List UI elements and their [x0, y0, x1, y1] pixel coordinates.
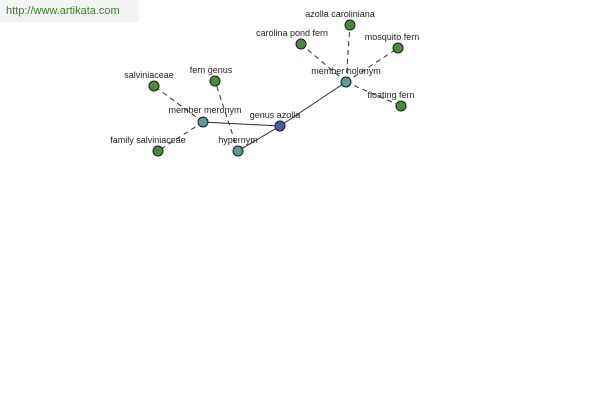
node-carolina-pond-fern[interactable] — [295, 38, 307, 50]
label-member-holonym[interactable]: member holonym — [311, 66, 381, 76]
graph-nodes — [148, 19, 407, 157]
node-hypernym[interactable] — [232, 145, 244, 157]
node-member-holonym[interactable] — [340, 76, 352, 88]
label-hypernym[interactable]: hypernym — [218, 135, 258, 145]
graph-edges — [153, 24, 402, 152]
edge-member-holonym-mosquito-fern — [345, 47, 399, 83]
source-link[interactable]: http://www.artikata.com — [0, 0, 139, 22]
node-family-salviniaceae[interactable] — [152, 145, 164, 157]
edge-genus-azolla-member-meronym — [202, 121, 281, 127]
node-member-meronym[interactable] — [197, 116, 209, 128]
node-genus-azolla[interactable] — [274, 120, 286, 132]
label-member-meronym[interactable]: member meronym — [168, 105, 241, 115]
node-azolla-caroliniana[interactable] — [344, 19, 356, 31]
graph-labels: genus azolla member holonym member meronym… — [110, 9, 419, 145]
edge-member-holonym-azolla-caroliniana — [345, 24, 351, 83]
label-floating-fern[interactable]: floating fern — [367, 90, 414, 100]
node-salviniaceae[interactable] — [148, 80, 160, 92]
label-azolla-caroliniana[interactable]: azolla caroliniana — [305, 9, 375, 19]
label-genus-azolla[interactable]: genus azolla — [250, 110, 301, 120]
node-fern-genus[interactable] — [209, 75, 221, 87]
edge-member-meronym-salviniaceae — [153, 85, 204, 123]
edge-genus-azolla-member-holonym — [279, 81, 347, 127]
label-family-salviniaceae[interactable]: family salviniaceae — [110, 135, 186, 145]
label-salviniaceae[interactable]: salviniaceae — [124, 70, 174, 80]
node-floating-fern[interactable] — [395, 100, 407, 112]
edge-member-holonym-carolina-pond-fern — [300, 43, 347, 83]
node-mosquito-fern[interactable] — [392, 42, 404, 54]
label-fern-genus[interactable]: fern genus — [190, 65, 233, 75]
edge-hypernym-fern-genus — [214, 80, 239, 152]
label-mosquito-fern[interactable]: mosquito fern — [365, 32, 420, 42]
edge-member-holonym-floating-fern — [345, 81, 402, 107]
label-carolina-pond-fern[interactable]: carolina pond fern — [256, 28, 328, 38]
edge-genus-azolla-hypernym — [237, 125, 281, 152]
